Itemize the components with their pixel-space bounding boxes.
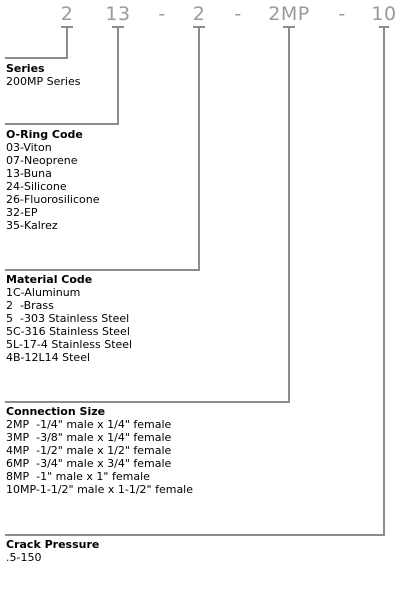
section-line: 6MP -3/4" male x 3/4" female [6,457,172,470]
section-line: 5 -303 Stainless Steel [6,312,130,325]
connector-series [5,28,68,59]
section-title: O-Ring Code [6,128,83,141]
section-title: Crack Pressure [6,538,100,551]
section-line: 1C-Aluminum [6,286,81,299]
section-line: 5C-316 Stainless Steel [6,325,130,338]
section-line: 07-Neoprene [6,154,78,167]
code-separator: - [338,3,346,25]
connector-crack [5,28,385,536]
section-line: 8MP -1" male x 1" female [6,470,150,483]
section-line: .5-150 [6,551,42,564]
section-line: 35-Kalrez [6,219,58,232]
section-material-code: Material Code 1C-Aluminum 2 -Brass 5 -30… [6,273,132,364]
connector-oring [5,28,119,125]
code-separator: - [234,3,242,25]
code-separator: - [158,3,166,25]
section-line: 03-Viton [6,141,52,154]
section-line: 2MP -1/4" male x 1/4" female [6,418,172,431]
section-line: 200MP Series [6,75,81,88]
section-line: 2 -Brass [6,299,54,312]
code-segment-oring: 13 [105,3,131,25]
section-oring-code: O-Ring Code 03-Viton 07-Neoprene 13-Buna… [6,128,99,232]
section-title: Series [6,62,45,75]
section-line: 24-Silicone [6,180,67,193]
connector-connection [5,28,290,403]
section-line: 5L-17-4 Stainless Steel [6,338,133,351]
section-line: 13-Buna [6,167,52,180]
section-line: 26-Fluorosilicone [6,193,100,206]
code-segment-crack: 10 [371,3,397,25]
section-title: Connection Size [6,405,106,418]
section-line: 3MP -3/8" male x 1/4" female [6,431,172,444]
part-number-code: 2 13 - 2 - 2MP - 10 [0,0,400,30]
section-crack-pressure: Crack Pressure .5-150 [6,538,99,564]
code-segment-series: 2 [60,3,74,25]
section-series: Series 200MP Series [6,62,80,88]
section-title: Material Code [6,273,93,286]
section-line: 4B-12L14 Steel [6,351,91,364]
code-segment-material: 2 [192,3,206,25]
connector-material [5,28,200,271]
code-segment-connection: 2MP [268,3,310,25]
section-line: 10MP-1-1/2" male x 1-1/2" female [6,483,194,496]
section-line: 4MP -1/2" male x 1/2" female [6,444,172,457]
section-line: 32-EP [6,206,38,219]
section-connection-size: Connection Size 2MP -1/4" male x 1/4" fe… [6,405,193,496]
